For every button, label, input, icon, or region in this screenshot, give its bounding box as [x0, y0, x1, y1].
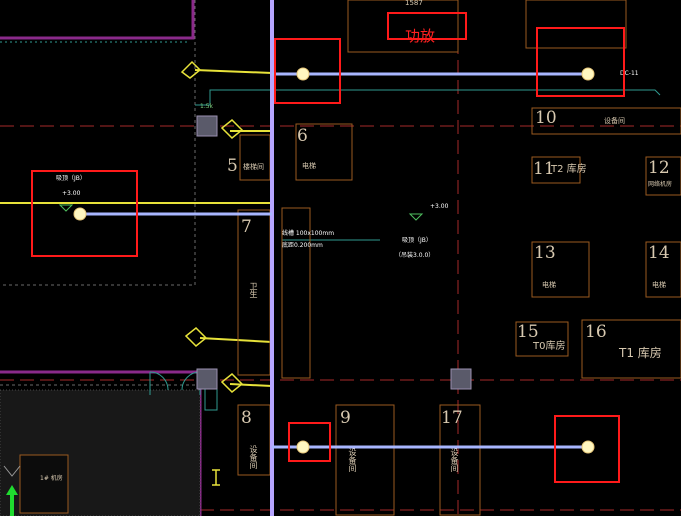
room-number-8: 8: [241, 408, 252, 428]
room-name-14: 电梯: [652, 281, 666, 289]
room-name-9: 设备间: [348, 448, 357, 472]
room-name-5: 楼梯间: [243, 163, 264, 171]
highlight-box-amplifier[interactable]: [387, 12, 467, 40]
room-name-15: T0库房: [533, 341, 566, 352]
top-partial-label: 1587: [405, 0, 423, 7]
zone-outlines: [0, 0, 200, 386]
highlight-box-speaker[interactable]: [274, 38, 341, 104]
room-name-11: T2 库房: [551, 164, 587, 175]
room-number-15: 15: [517, 322, 539, 342]
device-symbols: [180, 60, 244, 486]
junction-boxes: [196, 115, 472, 390]
speaker-icon: [581, 67, 595, 81]
highlight-box-speaker[interactable]: [288, 422, 331, 462]
room-name-8: 设备间: [249, 445, 258, 469]
speaker-icon: [296, 67, 310, 81]
room-name-17: 设备间: [450, 448, 459, 472]
hatch-area: [0, 389, 201, 516]
highlight-box-speaker[interactable]: [31, 170, 138, 257]
room-name-16: T1 库房: [619, 346, 662, 360]
room-number-16: 16: [585, 322, 607, 342]
elevation-markers: [58, 204, 424, 221]
speaker-icon: [296, 440, 310, 454]
room-name-13: 电梯: [542, 281, 556, 289]
room-number-13: 13: [534, 243, 556, 263]
room-number-17: 17: [441, 408, 463, 428]
duct-height: 底距0.200mm: [282, 242, 323, 249]
teal-cables: [0, 41, 661, 241]
highlight-box-speaker[interactable]: [554, 415, 620, 483]
room-boxes: [19, 0, 681, 516]
elevation-label: +3.00: [430, 203, 449, 210]
room-number-5: 5: [227, 156, 238, 176]
speaker-symbols[interactable]: [73, 67, 595, 454]
room-name-10: 设备间: [604, 117, 625, 125]
speaker-mid-height: （吊装3.0.0）: [395, 252, 435, 259]
duct-spec: 线槽 100x100mm: [282, 230, 335, 237]
code-label: DC-11: [620, 70, 639, 77]
north-arrow: [3, 465, 21, 516]
room-number-6: 6: [297, 126, 308, 146]
speaker-icon: [581, 440, 595, 454]
room-number-7: 7: [241, 217, 252, 237]
room-number-9: 9: [340, 408, 351, 428]
speaker-icon: [73, 207, 87, 221]
room-name-6: 电梯: [302, 162, 316, 170]
speaker-left-label: 吸顶（JB）: [56, 175, 86, 182]
room-name-7: 卫生: [249, 282, 258, 298]
room-name-12: 网络机房: [648, 181, 673, 188]
speaker-left-height: +3.00: [62, 190, 81, 197]
small-code-label: 1.5k: [200, 103, 214, 110]
bottom-left-label: 1# 机房: [40, 475, 63, 482]
speaker-mid-label: 吸顶（JB）: [402, 237, 432, 244]
room-number-11: 11: [533, 159, 555, 179]
speaker-cables[interactable]: [80, 72, 588, 449]
room-number-14: 14: [648, 243, 670, 263]
room-number-10: 10: [535, 108, 557, 128]
room-number-12: 12: [648, 158, 670, 178]
highlight-box-speaker[interactable]: [536, 27, 625, 97]
